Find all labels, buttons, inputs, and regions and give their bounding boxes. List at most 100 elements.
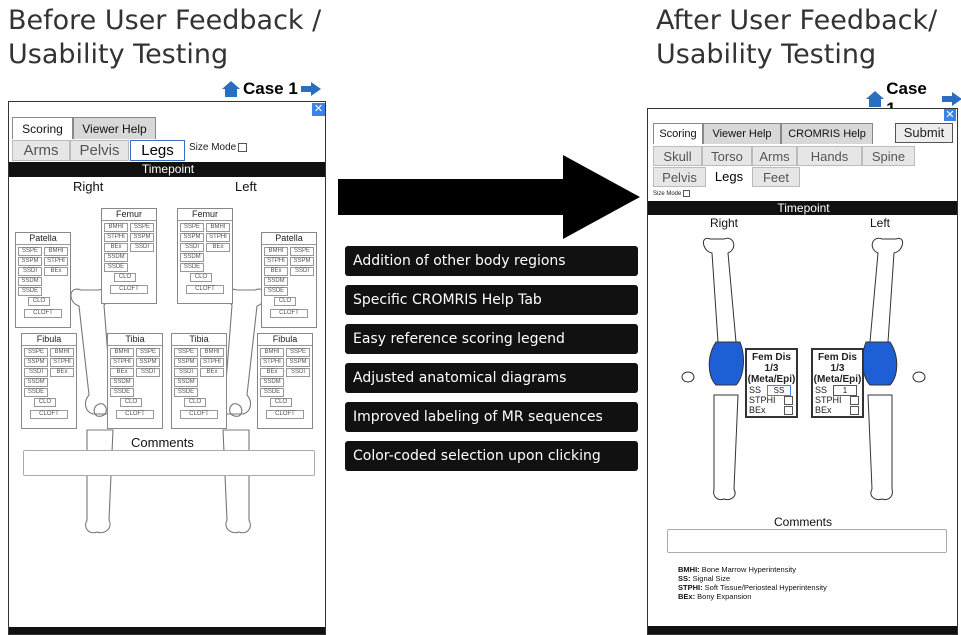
score-chip[interactable]: SSPM <box>286 358 310 367</box>
score-chip[interactable]: STPHI <box>110 358 134 367</box>
score-chip[interactable]: SSPE <box>174 348 198 357</box>
score-chip[interactable]: CLOFT <box>30 410 68 419</box>
region-tab-arms[interactable]: Arms <box>752 146 797 166</box>
score-chip[interactable]: CLO <box>120 398 142 407</box>
region-tab-spine[interactable]: Spine <box>862 146 915 166</box>
score-chip[interactable]: SSDI <box>290 267 314 276</box>
region-tab-skull[interactable]: Skull <box>653 146 702 166</box>
score-chip[interactable]: SSDI <box>18 267 42 276</box>
region-tab-pelvis[interactable]: Pelvis <box>70 140 129 161</box>
next-arrow-icon[interactable] <box>300 82 321 96</box>
score-chip[interactable]: SSDI <box>286 368 310 377</box>
size-mode-checkbox[interactable] <box>683 190 691 197</box>
score-chip[interactable]: BEx <box>50 368 74 377</box>
score-chip[interactable]: BMHI <box>104 223 128 232</box>
ss-input[interactable]: 1 <box>833 385 857 396</box>
tab-scoring[interactable]: Scoring <box>653 123 703 144</box>
score-chip[interactable]: SSPM <box>18 257 42 266</box>
home-icon[interactable] <box>866 91 885 107</box>
score-chip[interactable]: SSDM <box>104 253 128 262</box>
region-tab-legs[interactable]: Legs <box>706 167 752 187</box>
score-chip[interactable]: SSDM <box>180 253 204 262</box>
score-chip[interactable]: CLOFT <box>110 285 148 294</box>
score-chip[interactable]: SSDM <box>18 277 42 286</box>
score-chip[interactable]: CLOFT <box>270 309 308 318</box>
score-chip[interactable]: BEx <box>44 267 68 276</box>
score-chip[interactable]: BEx <box>264 267 288 276</box>
score-chip[interactable]: BMHI <box>50 348 74 357</box>
score-chip[interactable]: BEx <box>260 368 284 377</box>
score-chip[interactable]: STPHI <box>260 358 284 367</box>
score-chip[interactable]: BEx <box>110 368 134 377</box>
score-chip[interactable]: CLO <box>184 398 206 407</box>
stphi-checkbox[interactable] <box>850 396 859 405</box>
score-chip[interactable]: BMHI <box>206 223 230 232</box>
size-mode-checkbox[interactable] <box>238 142 248 152</box>
score-chip[interactable]: SSDM <box>174 378 198 387</box>
comments-input[interactable] <box>23 450 315 476</box>
score-chip[interactable]: BMHI <box>264 247 288 256</box>
score-chip[interactable]: SSPE <box>130 223 154 232</box>
score-chip[interactable]: SSDM <box>264 277 288 286</box>
tab-viewer-help[interactable]: Viewer Help <box>73 117 156 139</box>
tab-cromris-help[interactable]: CROMRIS Help <box>781 123 873 144</box>
close-icon[interactable]: ✕ <box>312 103 325 116</box>
score-chip[interactable]: SSPE <box>136 348 160 357</box>
score-chip[interactable]: SSPE <box>286 348 310 357</box>
score-chip[interactable]: STPHI <box>264 257 288 266</box>
score-chip[interactable]: CLO <box>274 297 296 306</box>
close-icon[interactable]: ✕ <box>944 109 956 121</box>
score-chip[interactable]: SSDE <box>180 263 204 272</box>
score-chip[interactable]: SSDE <box>104 263 128 272</box>
score-chip[interactable]: SSDI <box>174 368 198 377</box>
tab-viewer-help[interactable]: Viewer Help <box>703 123 781 144</box>
score-chip[interactable]: STPHI <box>44 257 68 266</box>
region-tab-feet[interactable]: Feet <box>752 167 800 187</box>
score-chip[interactable]: CLO <box>28 297 50 306</box>
score-chip[interactable]: SSDE <box>24 388 48 397</box>
tab-scoring[interactable]: Scoring <box>12 117 73 139</box>
score-chip[interactable]: SSPE <box>180 223 204 232</box>
home-icon[interactable] <box>222 81 240 97</box>
region-tab-pelvis[interactable]: Pelvis <box>653 167 706 187</box>
score-chip[interactable]: SSDM <box>260 378 284 387</box>
score-chip[interactable]: SSPM <box>290 257 314 266</box>
score-chip[interactable]: CLO <box>114 273 136 282</box>
score-chip[interactable]: BEx <box>206 243 230 252</box>
score-chip[interactable]: STPHI <box>200 358 224 367</box>
score-chip[interactable]: SSDM <box>110 378 134 387</box>
score-chip[interactable]: CLO <box>190 273 212 282</box>
score-chip[interactable]: STPHI <box>50 358 74 367</box>
score-chip[interactable]: STPHI <box>104 233 128 242</box>
score-chip[interactable]: SSPM <box>24 358 48 367</box>
comments-input[interactable] <box>667 529 947 553</box>
ss-input[interactable]: SS <box>767 385 791 396</box>
score-chip[interactable]: SSDE <box>260 388 284 397</box>
score-chip[interactable]: SSDE <box>264 287 288 296</box>
score-chip[interactable]: SSDE <box>18 287 42 296</box>
region-tab-legs[interactable]: Legs <box>130 140 185 161</box>
score-chip[interactable]: SSDI <box>180 243 204 252</box>
score-chip[interactable]: BMHI <box>110 348 134 357</box>
bex-checkbox[interactable] <box>784 406 793 415</box>
score-chip[interactable]: BMHI <box>260 348 284 357</box>
score-chip[interactable]: SSDI <box>130 243 154 252</box>
stphi-checkbox[interactable] <box>784 396 793 405</box>
score-chip[interactable]: STPHI <box>206 233 230 242</box>
score-chip[interactable]: CLOFT <box>180 410 218 419</box>
size-mode-toggle[interactable]: Size Mode <box>189 142 248 153</box>
region-tab-arms[interactable]: Arms <box>12 140 70 161</box>
score-chip[interactable]: CLOFT <box>186 285 224 294</box>
score-chip[interactable]: CLOFT <box>24 309 62 318</box>
size-mode-toggle[interactable]: Size Mode <box>653 190 691 197</box>
score-chip[interactable]: SSPM <box>130 233 154 242</box>
score-chip[interactable]: BEx <box>104 243 128 252</box>
score-chip[interactable]: SSPM <box>180 233 204 242</box>
score-chip[interactable]: SSPE <box>24 348 48 357</box>
score-chip[interactable]: SSDE <box>174 388 198 397</box>
score-chip[interactable]: SSPE <box>18 247 42 256</box>
score-chip[interactable]: SSPE <box>290 247 314 256</box>
score-chip[interactable]: SSDM <box>24 378 48 387</box>
